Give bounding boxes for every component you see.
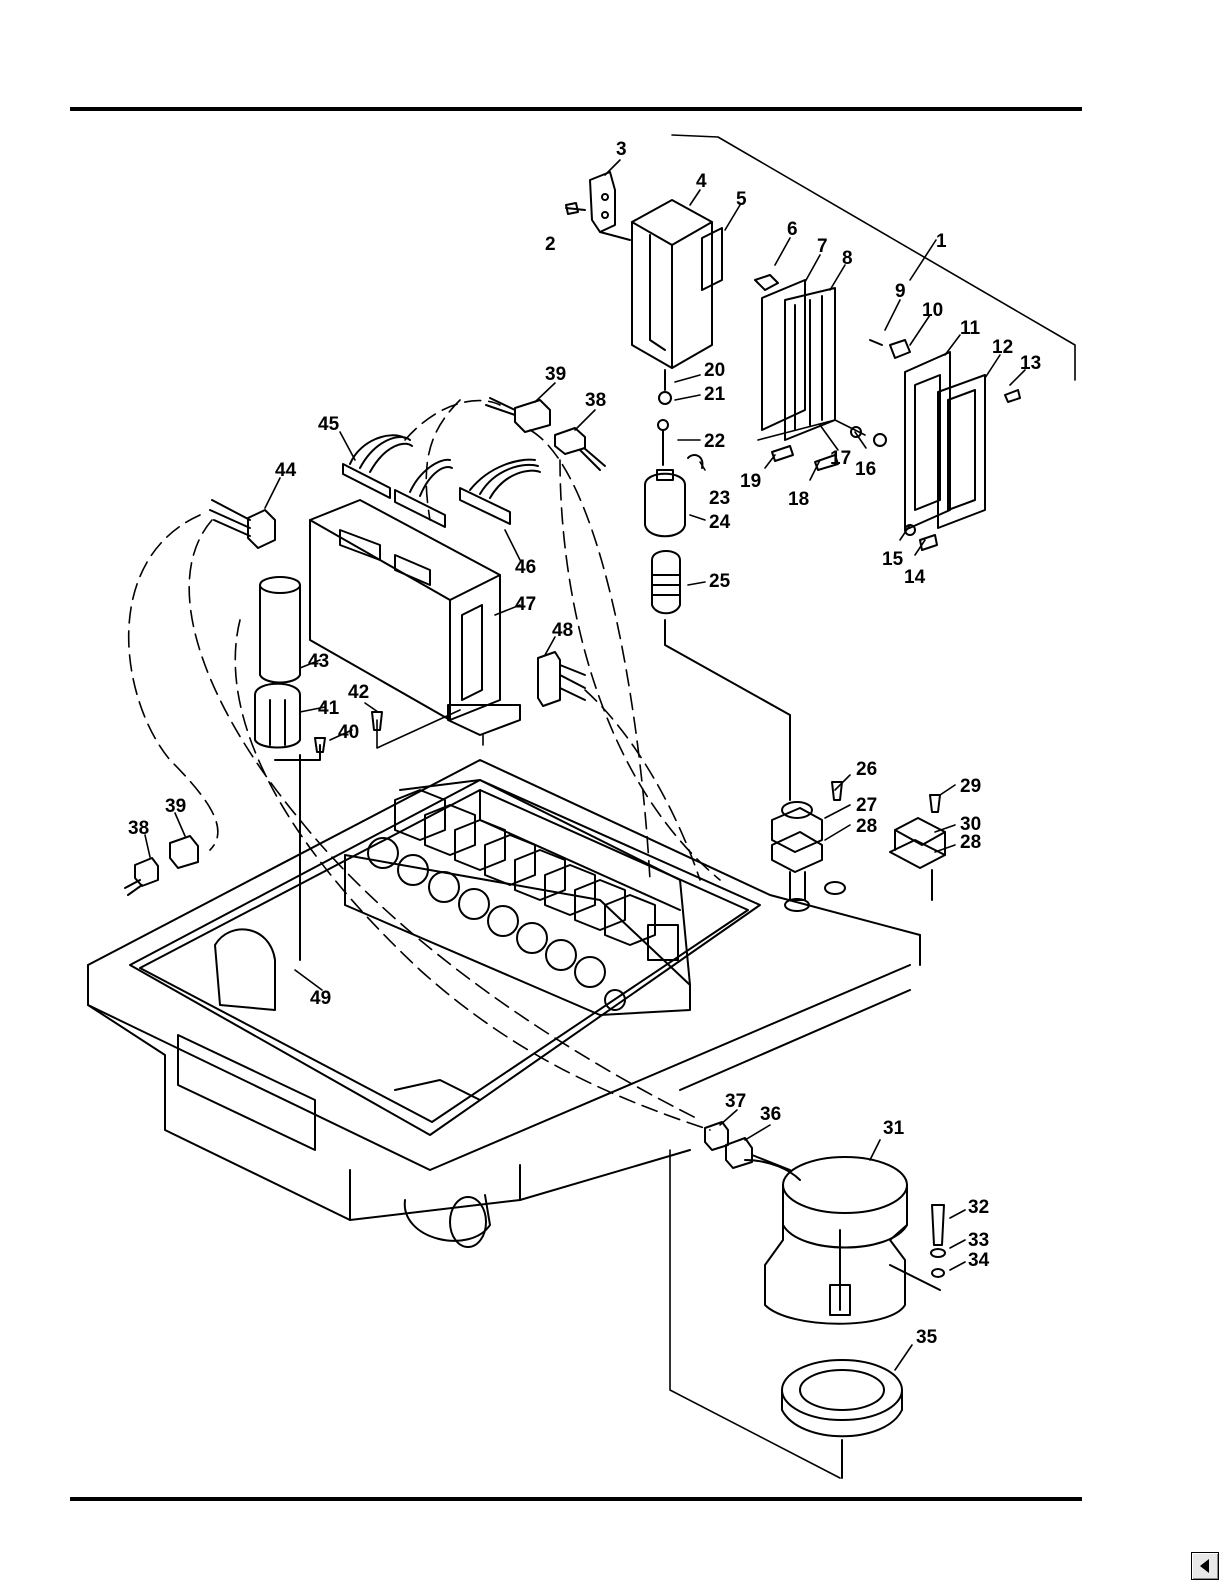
callout-45: 45 [318, 414, 340, 435]
callout-34: 34 [968, 1250, 990, 1271]
callout-38-top: 38 [585, 390, 606, 411]
connector-38-top [555, 428, 605, 470]
callout-39-left: 39 [165, 796, 186, 817]
callout-26: 26 [856, 759, 877, 780]
callout-28a: 28 [856, 816, 877, 837]
callout-49: 49 [310, 988, 331, 1009]
callout-39-top: 39 [545, 364, 566, 385]
callout-9: 9 [895, 281, 906, 302]
callout-30: 30 [960, 814, 981, 835]
callout-25: 25 [709, 571, 731, 592]
fitting-27 [772, 802, 845, 911]
callout-11: 11 [960, 318, 981, 339]
callout-8: 8 [842, 248, 853, 269]
callout-17: 17 [830, 448, 851, 469]
callout-labels: 1 2 3 4 5 6 7 8 9 10 11 12 13 14 15 16 1… [128, 139, 1041, 1348]
callout-19: 19 [740, 471, 761, 492]
callout-27: 27 [856, 795, 877, 816]
callout-41: 41 [318, 698, 340, 719]
callout-37: 37 [725, 1091, 746, 1112]
callout-13: 13 [1020, 353, 1041, 374]
callout-20: 20 [704, 360, 725, 381]
callout-12: 12 [992, 337, 1013, 358]
connector-48 [538, 652, 585, 706]
callout-4: 4 [696, 171, 707, 192]
callout-14: 14 [904, 567, 926, 588]
page-back-button[interactable] [1191, 1552, 1219, 1580]
callout-22: 22 [704, 431, 725, 452]
ring-35 [782, 1360, 902, 1478]
callout-43: 43 [308, 651, 329, 672]
callout-16: 16 [855, 459, 876, 480]
callout-31: 31 [883, 1118, 905, 1139]
callout-3: 3 [616, 139, 627, 160]
callout-1: 1 [936, 231, 947, 252]
callout-46: 46 [515, 557, 536, 578]
callout-18: 18 [788, 489, 809, 510]
callout-36: 36 [760, 1104, 781, 1125]
callout-42: 42 [348, 682, 369, 703]
connector-45 [343, 435, 412, 498]
connector-38-39-left [125, 836, 198, 895]
wire-harness [129, 400, 720, 1130]
callout-21: 21 [704, 384, 726, 405]
enclosure-box-4 [632, 200, 722, 368]
clamp-41 [255, 684, 320, 960]
callout-10: 10 [922, 300, 943, 321]
connector-46 [395, 460, 540, 527]
controller-module [310, 500, 520, 735]
callout-28b: 28 [960, 832, 981, 853]
triangle-left-icon [1192, 1553, 1218, 1579]
connector-36-37 [705, 1122, 790, 1170]
callout-44: 44 [275, 460, 297, 481]
plate-30 [890, 818, 945, 900]
tube-43 [260, 577, 300, 683]
bracket-3 [566, 172, 630, 240]
callout-23: 23 [709, 488, 730, 509]
callout-6: 6 [787, 219, 798, 240]
callout-7: 7 [817, 236, 828, 257]
callout-5: 5 [736, 189, 747, 210]
callout-35: 35 [916, 1327, 938, 1348]
callout-47: 47 [515, 594, 536, 615]
callout-38-left: 38 [128, 818, 149, 839]
callout-2: 2 [545, 234, 556, 255]
callout-48: 48 [552, 620, 573, 641]
callout-32: 32 [968, 1197, 989, 1218]
callout-15: 15 [882, 549, 904, 570]
callout-29: 29 [960, 776, 981, 797]
callout-33: 33 [968, 1230, 989, 1251]
callout-24: 24 [709, 512, 731, 533]
callout-40: 40 [338, 722, 359, 743]
valve-manifold [345, 780, 690, 1015]
motor-31 [745, 1157, 940, 1324]
